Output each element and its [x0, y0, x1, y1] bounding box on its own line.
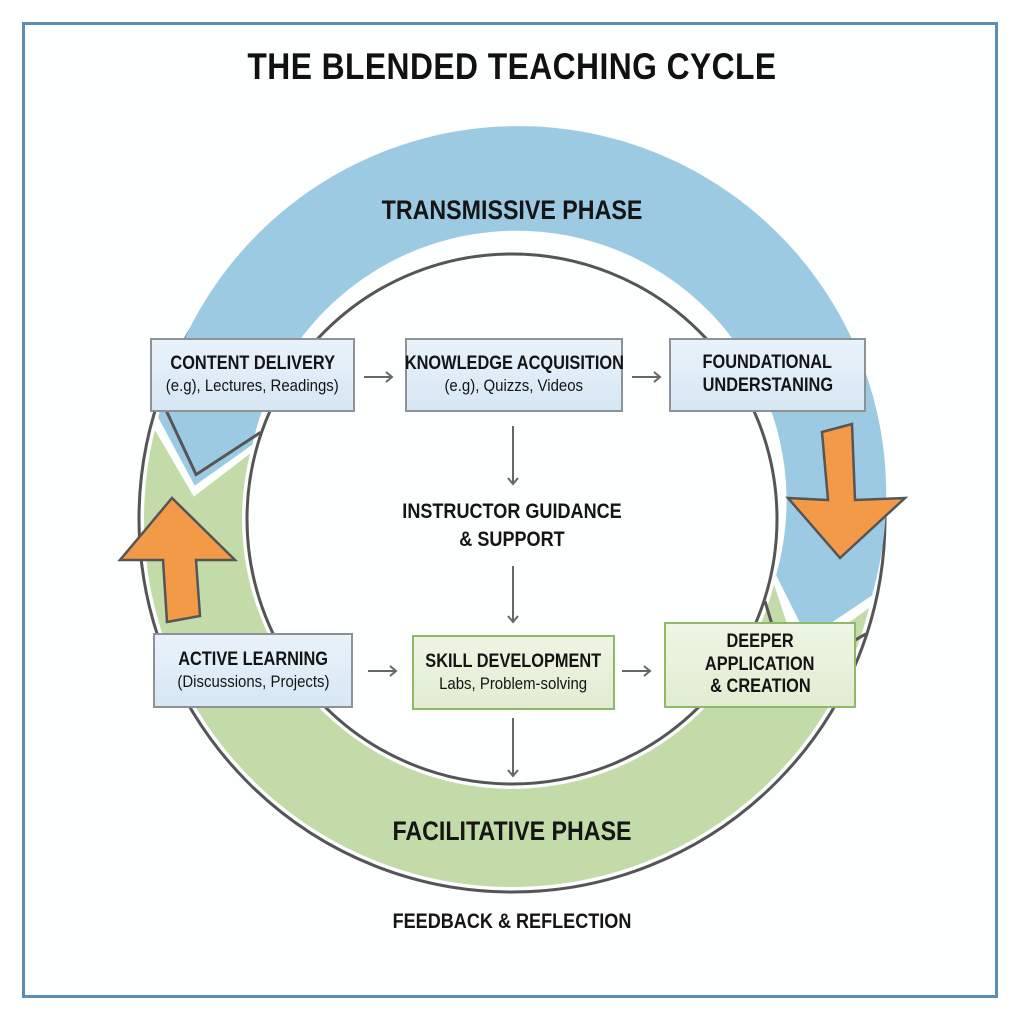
facilitative-phase-label: FACILITATIVE PHASE — [392, 816, 632, 846]
transmissive-phase-label: TRANSMISSIVE PHASE — [381, 195, 643, 225]
node-subtitle: (Discussions, Projects) — [176, 671, 330, 691]
node-title-line2: UNDERSTANING — [702, 375, 833, 396]
diagram-title: THE BLENDED TEACHING CYCLE — [247, 46, 777, 87]
node-content-delivery: CONTENT DELIVERY (e.g), Lectures, Readin… — [150, 338, 355, 412]
node-subtitle: (e.g), Lectures, Readings) — [166, 376, 339, 396]
arrowhead — [385, 371, 394, 383]
node-foundational-understanding: FOUNDATIONAL UNDERSTANING — [669, 338, 866, 412]
arrowhead — [653, 371, 662, 383]
node-line2: APPLICATION — [705, 653, 815, 675]
node-line3: & CREATION — [709, 676, 811, 698]
arrowhead — [507, 615, 519, 624]
ring-inner-outline — [245, 252, 779, 786]
node-line1: DEEPER — [726, 630, 794, 652]
node-subtitle: (e.g), Quizzs, Videos — [444, 376, 584, 396]
node-active-learning: ACTIVE LEARNING (Discussions, Projects) — [153, 633, 353, 708]
phase-separator-left — [158, 397, 262, 477]
node-title: ACTIVE LEARNING — [178, 648, 328, 670]
instructor-guidance-line2: & SUPPORT — [459, 528, 565, 551]
arrowhead — [389, 665, 398, 677]
arrowhead — [507, 477, 519, 486]
instructor-guidance-line1: INSTRUCTOR GUIDANCE — [402, 500, 622, 523]
node-title-line1: FOUNDATIONAL — [702, 352, 833, 374]
node-title: SKILL DEVELOPMENT — [425, 650, 602, 672]
cycle-arrow-down-icon — [785, 422, 909, 560]
arrowhead — [643, 665, 652, 677]
node-title: KNOWLEDGE ACQUISITION — [404, 353, 624, 375]
cycle-arrow-up-icon — [117, 496, 239, 624]
node-skill-development: SKILL DEVELOPMENT Labs, Problem-solving — [412, 635, 615, 710]
facilitative-band — [144, 429, 870, 887]
node-knowledge-acquisition: KNOWLEDGE ACQUISITION (e.g), Quizzs, Vid… — [404, 338, 624, 412]
transmissive-band — [158, 126, 887, 639]
node-title: CONTENT DELIVERY — [170, 353, 335, 375]
node-deeper-application: DEEPER APPLICATION & CREATION — [664, 622, 856, 708]
arrowhead — [507, 769, 519, 778]
feedback-reflection-label: FEEDBACK & REFLECTION — [392, 910, 632, 933]
node-subtitle: Labs, Problem-solving — [439, 673, 588, 693]
connectors — [364, 371, 662, 778]
